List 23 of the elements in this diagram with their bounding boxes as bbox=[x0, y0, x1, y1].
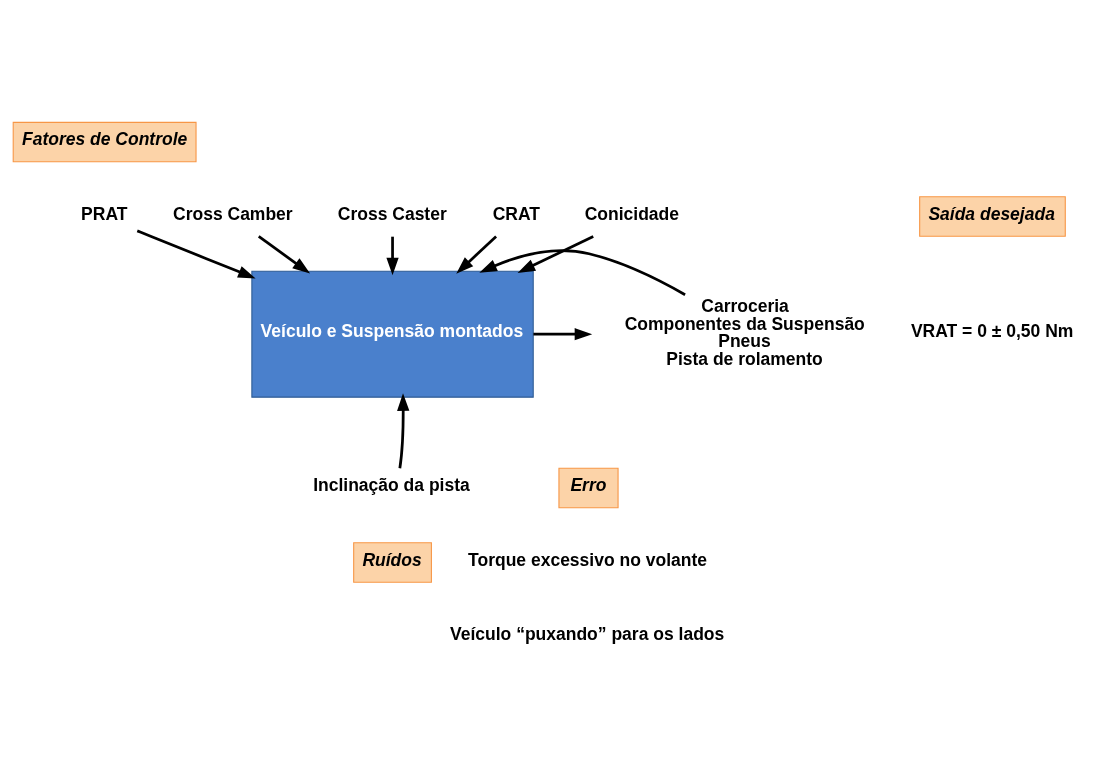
node-text: CRAT bbox=[492, 203, 541, 224]
node-box: Saída desejada bbox=[919, 195, 1066, 237]
arrow bbox=[257, 234, 311, 274]
arrow bbox=[386, 236, 399, 275]
arrow bbox=[397, 392, 410, 468]
arrow bbox=[533, 327, 593, 340]
arrow bbox=[456, 234, 498, 274]
node-box: Erro bbox=[558, 467, 619, 508]
node-text: PRAT bbox=[81, 203, 128, 224]
node-text: Cross Camber bbox=[173, 203, 293, 224]
node-box: Ruídos bbox=[353, 541, 432, 583]
arrow bbox=[136, 229, 256, 278]
node-box: Veículo e Suspensão montados bbox=[251, 270, 534, 398]
node-box: Fatores de Controle bbox=[12, 121, 197, 162]
node-text: Cross Caster bbox=[337, 203, 447, 224]
arrow bbox=[479, 248, 686, 296]
label: VRAT = 0 ± 0,50 Nm bbox=[910, 320, 1074, 341]
label: Torque excessivo no volante bbox=[468, 549, 707, 570]
label: Veículo “puxando” para os lados bbox=[450, 623, 725, 644]
node-text: Inclinação da pista bbox=[313, 474, 470, 495]
node-text: Carroceria Componentes da Suspensão Pneus Pista de rolamento bbox=[624, 295, 865, 369]
arrow bbox=[517, 234, 594, 273]
node-text: Conicidade bbox=[584, 203, 679, 224]
